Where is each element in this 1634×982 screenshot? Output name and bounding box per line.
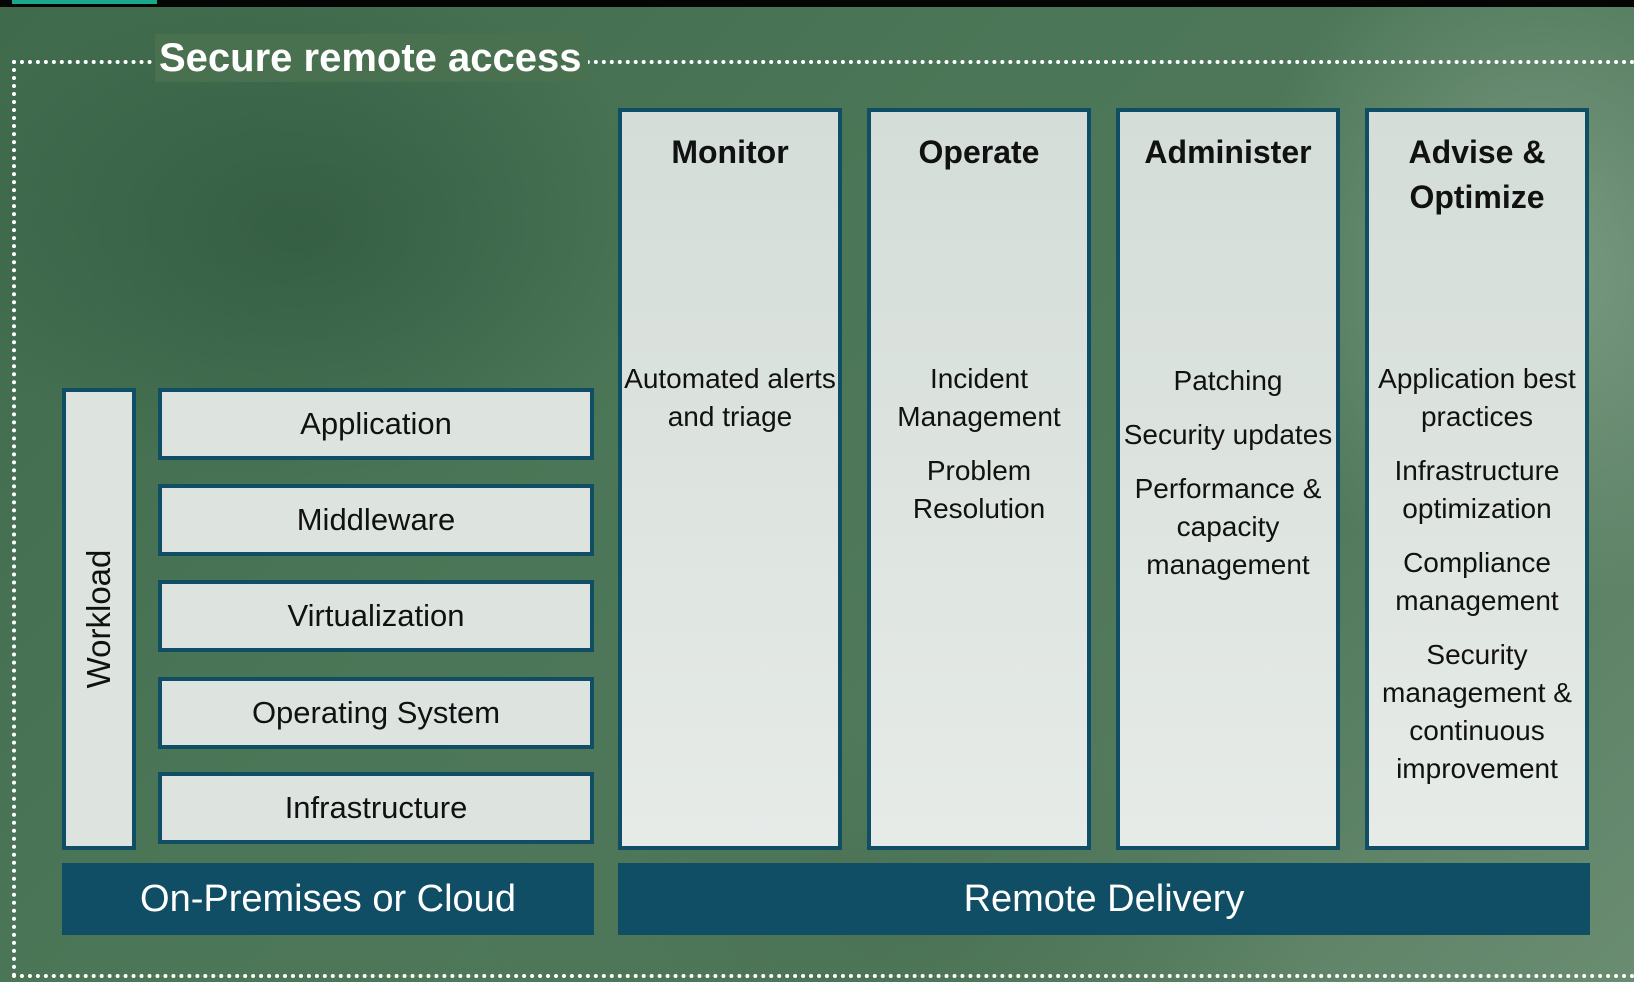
- column-monitor: Monitor Automated alerts and triage: [618, 108, 842, 850]
- column-items: Automated alerts and triage: [622, 360, 838, 452]
- layer-virtualization: Virtualization: [158, 580, 594, 652]
- diagram-title: Secure remote access: [155, 34, 588, 82]
- column-item: Performance & capacity management: [1134, 473, 1322, 580]
- column-item: Infrastructure optimization: [1394, 455, 1560, 524]
- column-advise-optimize: Advise & Optimize Application best pract…: [1365, 108, 1589, 850]
- column-heading: Monitor: [671, 134, 789, 170]
- column-heading: Operate: [918, 134, 1040, 170]
- on-premises-bar: On-Premises or Cloud: [62, 863, 594, 935]
- layer-middleware: Middleware: [158, 484, 594, 556]
- column-heading: Advise & Optimize: [1408, 134, 1546, 215]
- column-items: Application best practices Infrastructur…: [1369, 360, 1585, 804]
- column-item: Security updates: [1123, 419, 1333, 450]
- column-heading: Administer: [1144, 134, 1312, 170]
- column-item: Patching: [1173, 365, 1283, 396]
- top-bar: [0, 0, 1634, 7]
- column-item: Application best practices: [1378, 363, 1576, 432]
- column-administer: Administer Patching Security updates Per…: [1116, 108, 1340, 850]
- workload-label: Workload: [80, 549, 117, 689]
- layer-application: Application: [158, 388, 594, 460]
- workload-box: Workload: [62, 388, 136, 850]
- column-item: Compliance management: [1395, 547, 1559, 616]
- column-items: Patching Security updates Performance & …: [1120, 362, 1336, 600]
- layer-infrastructure: Infrastructure: [158, 772, 594, 844]
- secure-remote-access-frame: [12, 60, 1634, 978]
- column-item: Security management & continuous improve…: [1382, 639, 1572, 784]
- remote-delivery-bar: Remote Delivery: [618, 863, 1590, 935]
- top-accent: [12, 0, 157, 4]
- column-item: Incident Management: [897, 363, 1061, 432]
- column-item: Problem Resolution: [912, 455, 1046, 524]
- column-items: Incident Management Problem Resolution: [871, 360, 1087, 544]
- column-operate: Operate Incident Management Problem Reso…: [867, 108, 1091, 850]
- column-item: Automated alerts and triage: [624, 363, 836, 432]
- layer-operating-system: Operating System: [158, 677, 594, 749]
